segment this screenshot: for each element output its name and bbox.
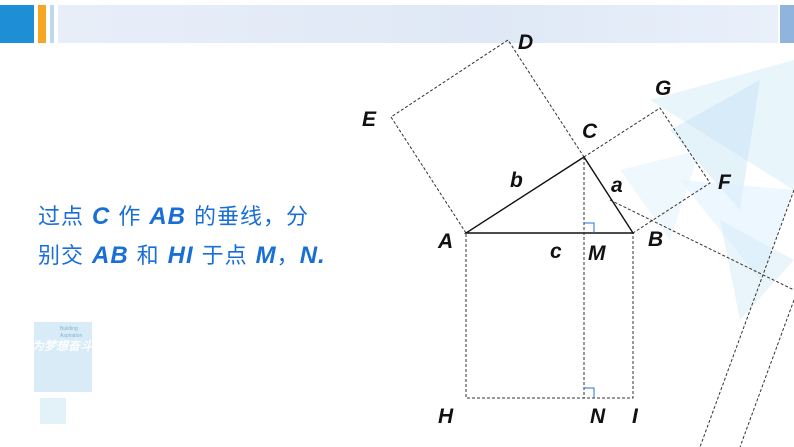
label-point-i: I (632, 405, 638, 428)
segment-hi-ref: HI (167, 242, 194, 269)
text-segment: 作 (110, 205, 150, 230)
header-accent-gold (38, 5, 46, 43)
label-point-c: C (582, 120, 598, 143)
label-point-h: H (438, 405, 454, 428)
watermark-line2: Aspiration (60, 333, 82, 339)
header-accent-light (50, 5, 54, 43)
header-bar (0, 5, 794, 43)
watermark-logo: Building Aspiration 为梦想奋斗 (32, 322, 93, 424)
square-on-ac (390, 39, 585, 234)
watermark-line3: 为梦想奋斗 (32, 339, 93, 353)
label-point-a: A (438, 230, 454, 253)
label-point-g: G (655, 77, 672, 100)
text-segment: 过点 (38, 205, 92, 230)
header-accent-blue (0, 5, 34, 43)
label-side-a: a (611, 174, 623, 197)
label-point-n: N (590, 405, 606, 428)
text-segment: 的垂线，分 (186, 205, 310, 230)
segment-ab-ref: AB (92, 242, 129, 269)
text-segment: 别交 (38, 244, 92, 269)
problem-statement: 过点 C 作 AB 的垂线，分 别交 AB 和 HI 于点 M，N. (38, 198, 418, 276)
label-point-f: F (718, 171, 731, 194)
right-angle-marker-m (584, 222, 595, 233)
statement-line-2: 别交 AB 和 HI 于点 M，N. (38, 237, 418, 276)
decorative-polygons (620, 60, 794, 320)
header-band (58, 5, 778, 43)
text-segment: 和 (128, 244, 168, 269)
segment-ab-ref: AB (149, 203, 187, 230)
label-side-c: c (550, 240, 562, 263)
text-segment: ， (276, 244, 300, 269)
point-m-ref: M (255, 242, 277, 269)
auxiliary-line-2 (699, 189, 794, 447)
auxiliary-line-1 (609, 199, 794, 291)
label-point-b: B (648, 228, 664, 251)
auxiliary-line-3 (739, 299, 794, 447)
right-angle-marker-n (584, 387, 595, 398)
label-point-d: D (518, 31, 534, 54)
label-point-m: M (588, 242, 606, 265)
statement-line-1: 过点 C 作 AB 的垂线，分 (38, 198, 418, 237)
point-n-ref: N. (299, 242, 326, 269)
watermark-line1: Building (60, 326, 78, 332)
header-end-cap (780, 5, 794, 43)
point-c-ref: C (92, 203, 111, 230)
label-side-b: b (510, 169, 523, 192)
square-on-bc (583, 107, 711, 234)
text-segment: 于点 (193, 244, 256, 269)
label-point-e: E (362, 108, 377, 131)
triangle-abc (463, 156, 635, 234)
